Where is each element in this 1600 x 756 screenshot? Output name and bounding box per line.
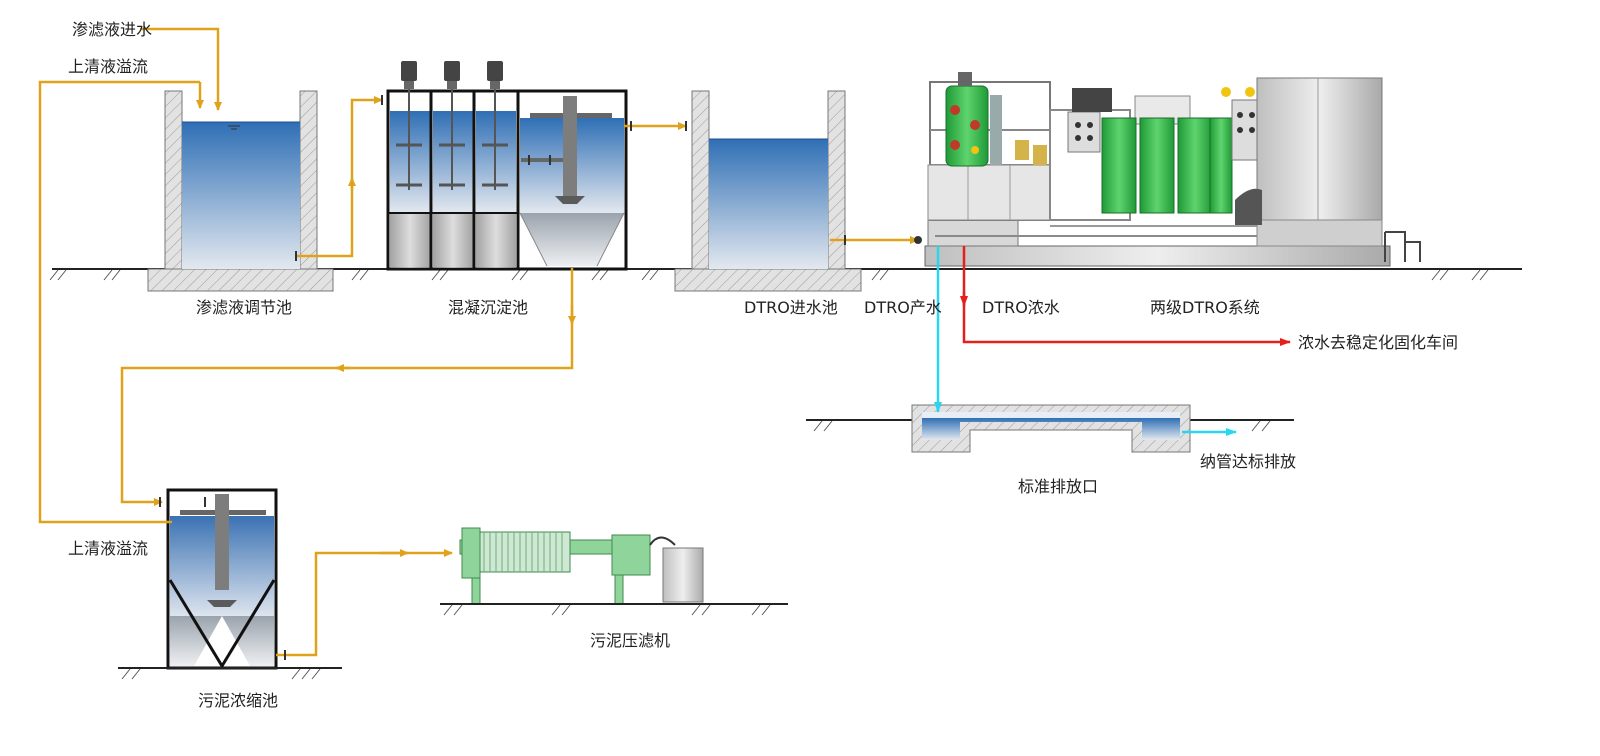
- outfall-channel: [806, 404, 1294, 453]
- agitator-icon: [439, 61, 465, 190]
- valve-icon: [159, 95, 922, 660]
- label-dtro-permeate: DTRO产水: [864, 298, 942, 317]
- label-leachate-inlet: 渗滤液进水: [72, 20, 152, 39]
- pipe-concentrate: [960, 246, 1291, 346]
- sludge-thickener: [166, 488, 278, 670]
- label-supernatant-overflow-top: 上清液溢流: [68, 57, 148, 76]
- label-regulating-tank: 渗滤液调节池: [196, 298, 292, 317]
- label-two-stage-dtro: 两级DTRO系统: [1150, 298, 1260, 317]
- label-coag-tank: 混凝沉淀池: [448, 298, 528, 317]
- label-supernatant-overflow-bottom: 上清液溢流: [68, 539, 148, 558]
- label-sludge-thickener: 污泥浓缩池: [198, 691, 278, 710]
- filter-press-icon: [459, 527, 704, 605]
- coagulation-tank: [386, 89, 628, 271]
- dtro-inlet-tank: [674, 90, 862, 292]
- label-outfall: 标准排放口: [1018, 477, 1098, 496]
- pipe-permeate: [934, 246, 1237, 436]
- label-filter-press: 污泥压滤机: [590, 631, 670, 650]
- pipe-network: [38, 27, 919, 657]
- label-dtro-inlet-tank: DTRO进水池: [744, 298, 838, 317]
- dtro-skid-icon: [924, 72, 1421, 267]
- ground-hatch-main: [49, 269, 1489, 281]
- label-concentrate-dest: 浓水去稳定化固化车间: [1298, 333, 1458, 352]
- regulating-tank: [147, 90, 334, 292]
- label-dtro-concentrate: DTRO浓水: [982, 298, 1060, 317]
- label-discharge: 纳管达标排放: [1200, 452, 1296, 471]
- ground-hatch-press: [443, 604, 771, 616]
- agitator-icon: [482, 61, 508, 190]
- agitator-icon: [396, 61, 422, 190]
- ground-hatch-thickener: [121, 668, 321, 680]
